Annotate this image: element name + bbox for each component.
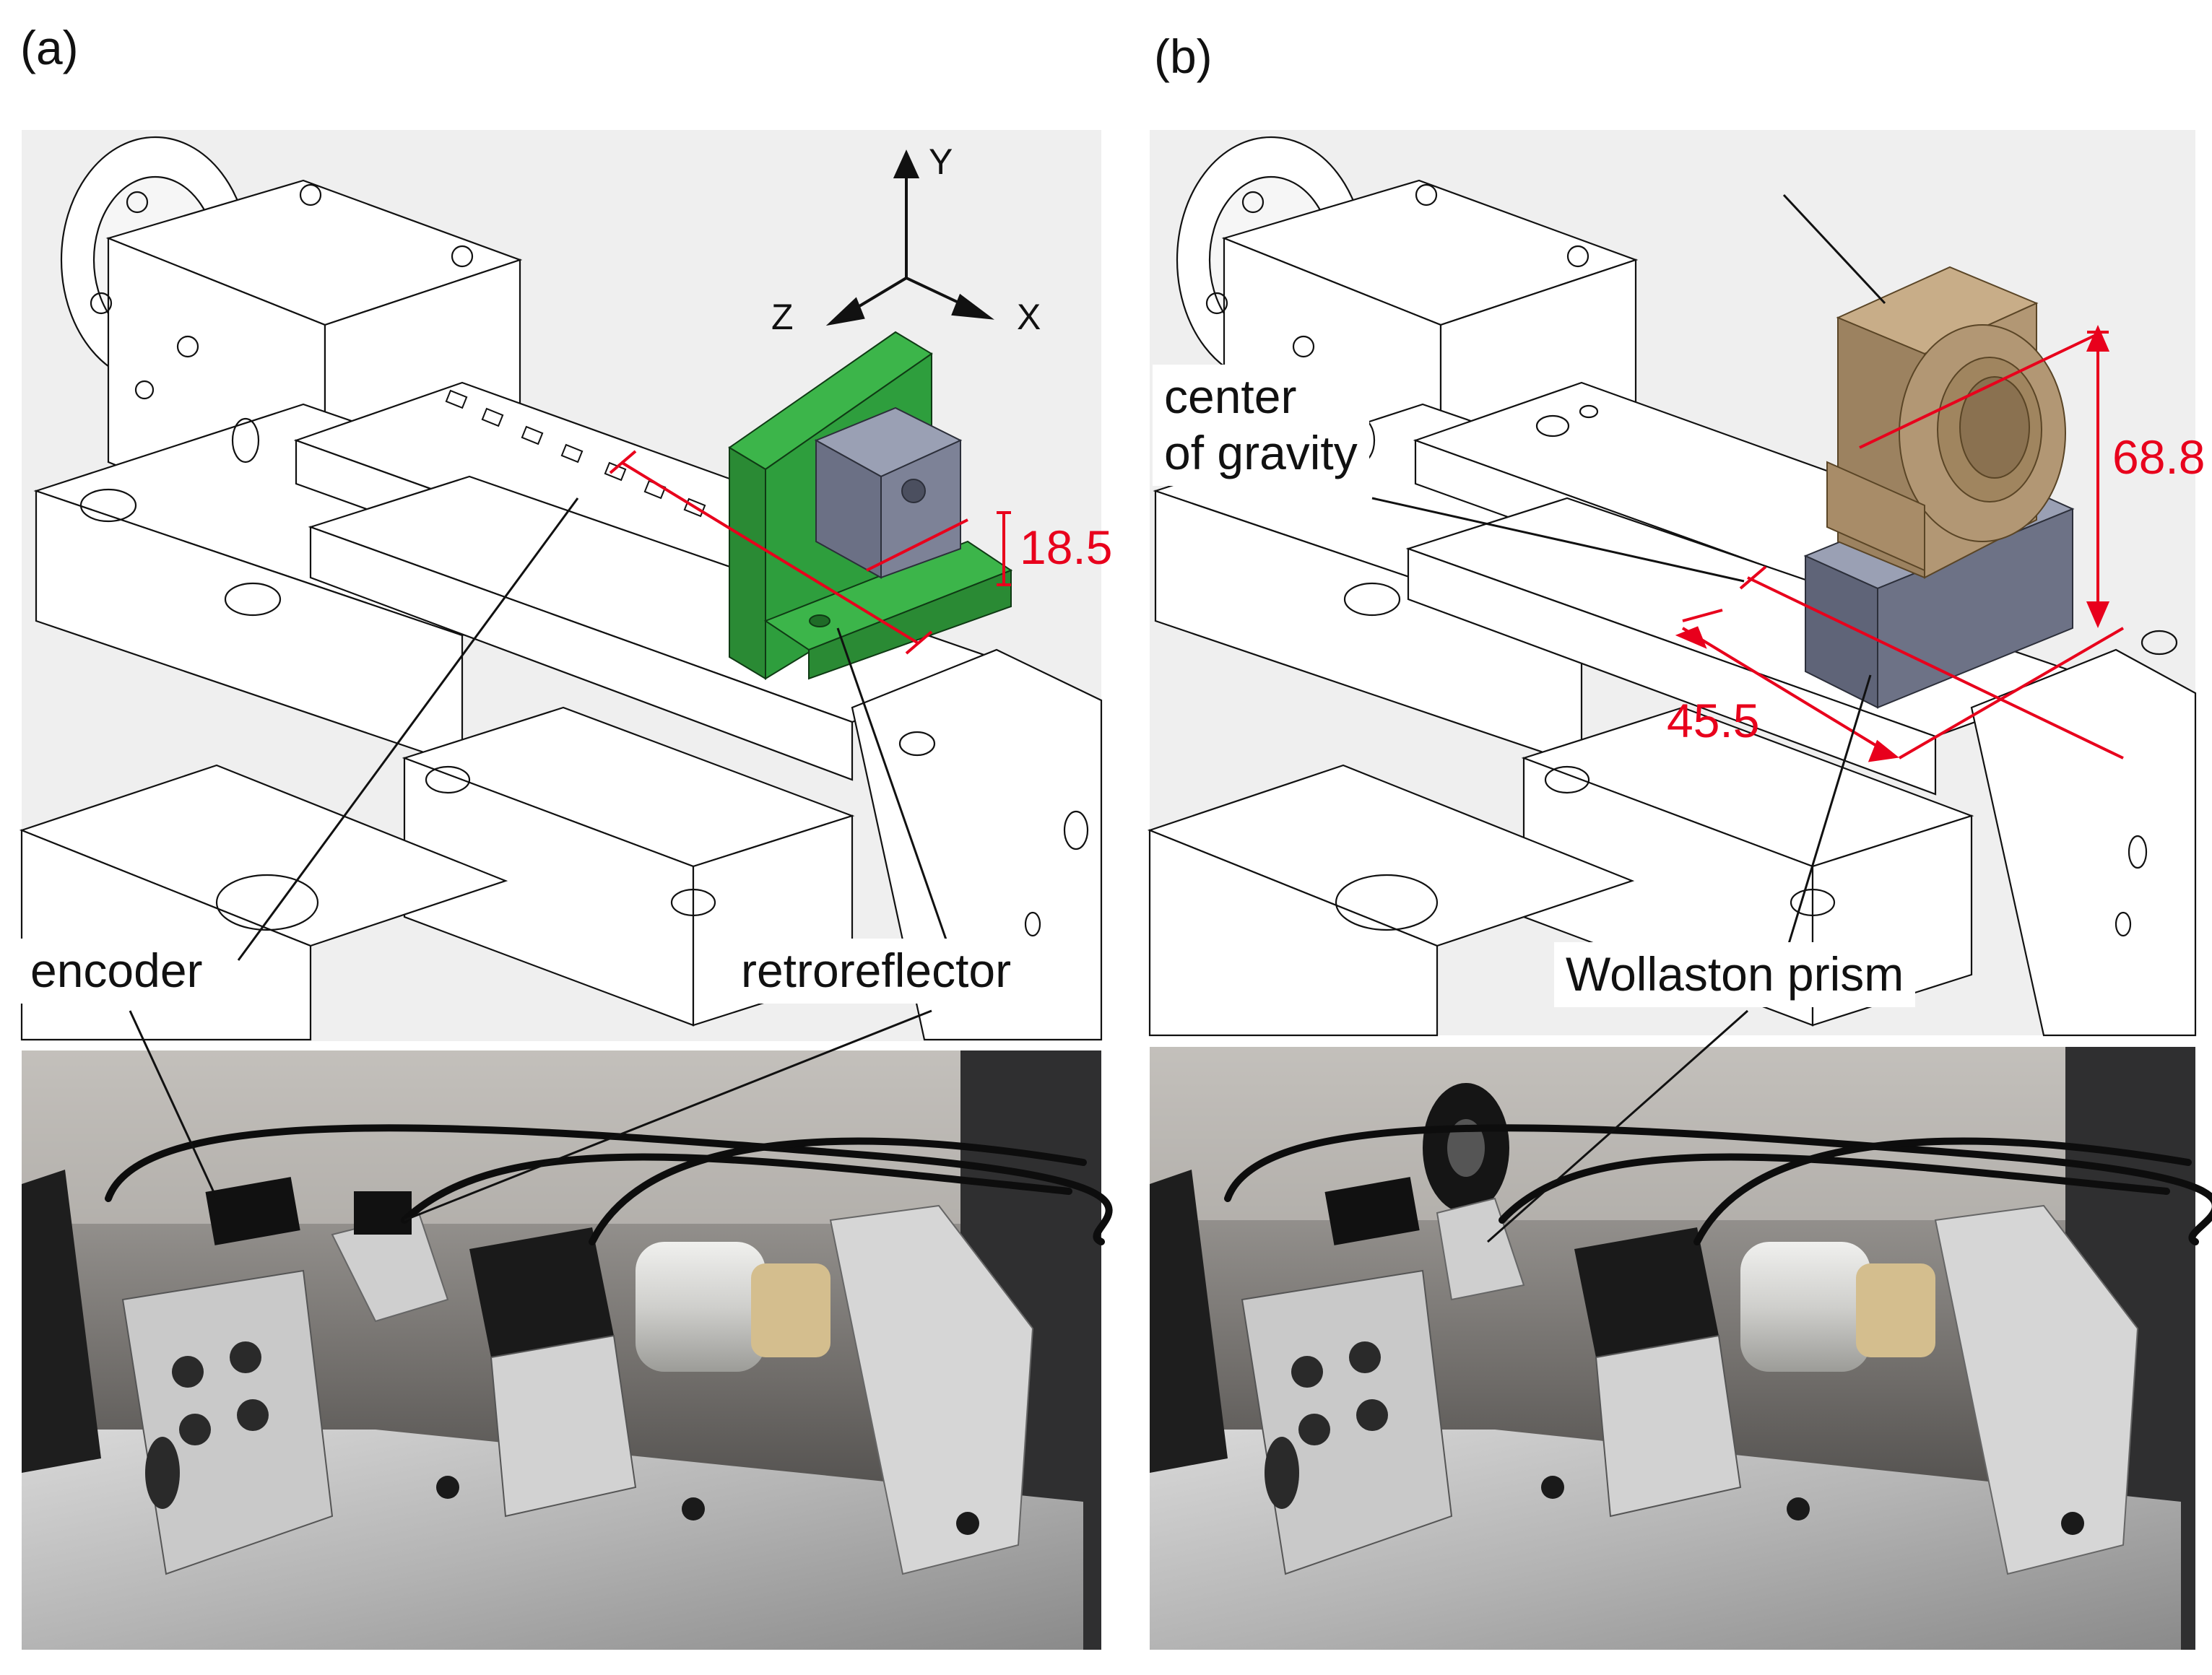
photo-leader-lines [129,1009,1748,1243]
panel-label-b: (b) [1154,30,1213,83]
callout-encoder: encoder [19,939,214,1004]
callout-wollaston-prism: Wollaston prism [1554,942,1916,1007]
axis-label-z: Z [771,297,794,337]
dimension-45-5: 45.5 [1667,694,1760,747]
dimension-68-8: 68.8 [2112,430,2206,484]
axis-label-y: Y [929,142,953,182]
callout-center-of-gravity: center of gravity [1153,365,1369,486]
panel-a-photo [22,1050,1113,1650]
dimension-18-5: 18.5 [1020,521,1113,574]
dimension-lines-a [609,450,1011,655]
callout-retroreflector: retroreflector [729,939,1023,1004]
retroreflector-cube [814,406,963,579]
dimension-lines-b [1675,324,2125,762]
axis-label-x: X [1017,297,1041,337]
panel-label-a: (a) [20,21,79,74]
panel-b-cad-drawing [1147,130,2197,1037]
axes-triad [825,149,994,326]
rotation-mount [1826,266,2066,579]
panel-b-photo [1150,1047,2212,1650]
panel-a-cad-drawing [19,130,1103,1041]
